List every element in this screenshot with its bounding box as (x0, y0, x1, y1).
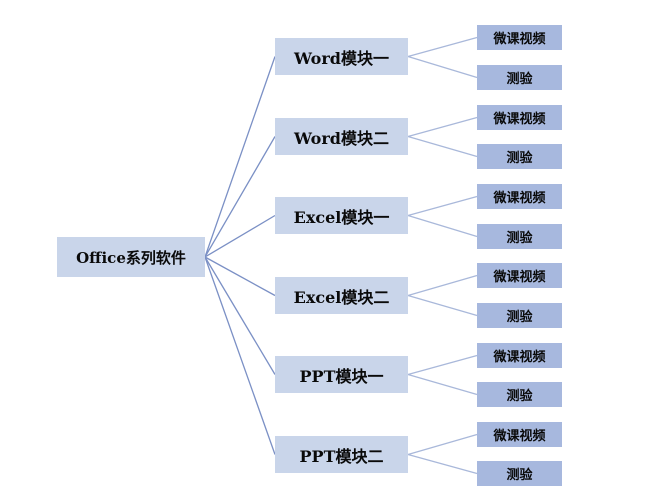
leaf-node-video: 微课视频 (477, 25, 562, 50)
leaf-node-video: 微课视频 (477, 263, 562, 288)
root-node: Office系列软件 (57, 237, 205, 277)
leaf-connector (407, 373, 478, 396)
leaf-node-quiz: 测验 (477, 224, 562, 249)
leaf-connector (407, 36, 478, 58)
root-connector (204, 256, 276, 297)
leaf-label: 微课视频 (493, 429, 546, 444)
leaf-label: 微课视频 (493, 112, 546, 127)
leaf-connector (407, 354, 478, 376)
module-label: PPT模块二 (299, 446, 384, 466)
leaf-label: 测验 (506, 310, 533, 325)
leaf-label: 微课视频 (493, 191, 546, 206)
module-node-excel-2: Excel模块二 (275, 277, 408, 314)
module-label: Word模块二 (294, 128, 389, 148)
root-connector (204, 256, 276, 455)
leaf-node-video: 微课视频 (477, 184, 562, 209)
leaf-label: 测验 (506, 151, 533, 166)
module-label: Word模块一 (294, 48, 389, 68)
module-node-ppt-1: PPT模块一 (275, 356, 408, 393)
leaf-label: 测验 (506, 231, 533, 246)
root-label: Office系列软件 (76, 248, 186, 267)
leaf-label: 测验 (506, 72, 533, 87)
leaf-label: 测验 (506, 389, 533, 404)
leaf-connector (407, 274, 478, 297)
leaf-connector (407, 116, 478, 138)
module-node-excel-1: Excel模块一 (275, 197, 408, 234)
root-connector (204, 256, 276, 375)
module-node-ppt-2: PPT模块二 (275, 436, 408, 473)
leaf-label: 微课视频 (493, 270, 546, 285)
root-connector (204, 214, 276, 258)
leaf-connector (407, 453, 478, 475)
leaf-connector (407, 294, 478, 317)
root-connector (204, 56, 276, 258)
leaf-node-quiz: 测验 (477, 303, 562, 328)
module-node-word-1: Word模块一 (275, 38, 408, 75)
leaf-connector (407, 433, 478, 456)
leaf-node-quiz: 测验 (477, 65, 562, 90)
leaf-label: 微课视频 (493, 32, 546, 47)
module-label: Excel模块一 (293, 207, 390, 227)
leaf-node-video: 微课视频 (477, 105, 562, 130)
module-label: PPT模块一 (299, 366, 384, 386)
leaf-label: 微课视频 (493, 350, 546, 365)
leaf-connector (407, 135, 478, 158)
leaf-node-quiz: 测验 (477, 144, 562, 169)
leaf-node-video: 微课视频 (477, 422, 562, 447)
leaf-connector (407, 195, 478, 217)
leaf-node-video: 微课视频 (477, 343, 562, 368)
leaf-node-quiz: 测验 (477, 461, 562, 486)
leaf-label: 测验 (506, 468, 533, 483)
leaf-node-quiz: 测验 (477, 382, 562, 407)
module-label: Excel模块二 (293, 287, 390, 307)
root-connector (204, 136, 276, 258)
leaf-connector (407, 55, 478, 79)
module-node-word-2: Word模块二 (275, 118, 408, 155)
leaf-connector (407, 214, 478, 238)
